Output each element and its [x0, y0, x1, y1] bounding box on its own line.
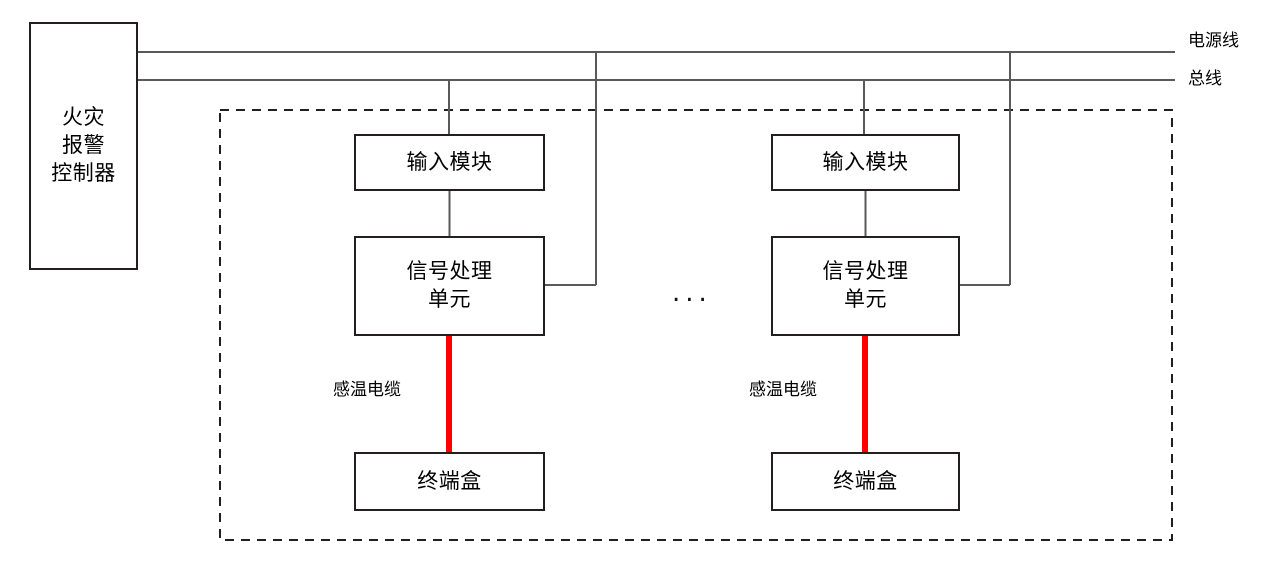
signal-processing-unit-box-2[interactable]: 信号处理 单元 — [771, 236, 960, 336]
terminal-box-1[interactable]: 终端盒 — [354, 452, 545, 511]
bus-line-label: 总线 — [1188, 69, 1222, 89]
fire-alarm-controller-box[interactable]: 火灾 报警 控制器 — [29, 22, 138, 270]
terminal-box-2[interactable]: 终端盒 — [771, 452, 960, 511]
input-module-box-2[interactable]: 输入模块 — [771, 134, 960, 191]
heat-sensing-cable-label-1: 感温电缆 — [333, 380, 401, 400]
detection-zone-boundary — [219, 109, 1173, 541]
power-line-label: 电源线 — [1188, 31, 1239, 51]
signal-processing-unit-box-1[interactable]: 信号处理 单元 — [354, 236, 545, 336]
heat-sensing-cable-label-2: 感温电缆 — [749, 380, 817, 400]
ellipsis-continuation-marker: ... — [672, 278, 712, 308]
input-module-box-1[interactable]: 输入模块 — [354, 134, 545, 191]
